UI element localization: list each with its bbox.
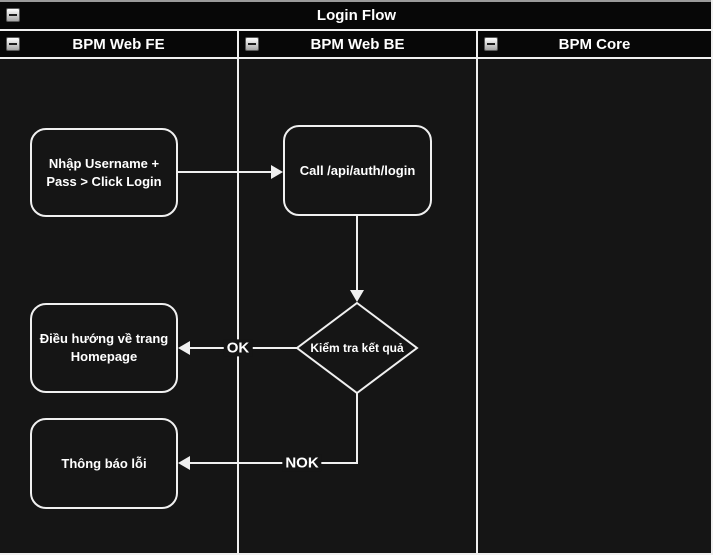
minus-glyph [248,43,256,45]
edge-check-nok-horizontal-segment[interactable] [190,462,358,464]
lane-separator-fe-be [237,31,239,555]
arrowhead-right-icon [271,165,283,179]
edge-api-to-check-segment[interactable] [356,216,358,292]
node-input-login[interactable]: Nhập Username + Pass > Click Login [30,128,178,217]
pool-title-bar[interactable]: Login Flow [0,2,713,29]
lane-fe-collapse-minus-icon[interactable] [6,37,20,51]
lane-be-collapse-minus-icon[interactable] [245,37,259,51]
pool-title-divider [0,29,713,31]
node-call-api[interactable]: Call /api/auth/login [283,125,432,216]
lane-header-divider [0,57,713,59]
pool-top-border [0,0,713,2]
node-label-line: Pass > Click Login [46,173,162,189]
node-label-line: Homepage [70,349,138,364]
node-label-line: Điều hướng về trang [39,331,169,347]
node-label: Thông báo lỗi [61,455,147,471]
edge-check-nok-vertical-segment[interactable] [356,392,358,464]
lane-label: BPM Core [558,35,631,53]
arrowhead-left-icon [178,456,190,470]
lane-label: BPM Web FE [72,35,165,53]
node-label-line: Nhập Username + [48,155,160,171]
pool-right-border [711,0,713,555]
pool-collapse-minus-icon[interactable] [6,8,20,22]
node-label: Call /api/auth/login [299,162,416,178]
arrowhead-down-icon [350,290,364,302]
edge-label-ok[interactable]: OK [223,339,253,357]
node-label: Kiểm tra kết quả [310,341,404,355]
minus-glyph [9,14,17,16]
lane-core-collapse-minus-icon[interactable] [484,37,498,51]
lane-separator-be-core [476,31,478,555]
node-check-result[interactable]: Kiểm tra kết quả [295,301,419,395]
node-error-message[interactable]: Thông báo lỗi [30,418,178,509]
edge-login-to-api-segment[interactable] [178,171,273,173]
lane-label: BPM Web BE [310,35,405,53]
pool-bottom-border [0,553,713,555]
minus-glyph [487,43,495,45]
pool-title: Login Flow [316,7,397,24]
minus-glyph [9,43,17,45]
arrowhead-left-icon [178,341,190,355]
edge-label-nok[interactable]: NOK [282,454,322,472]
node-homepage-redirect[interactable]: Điều hướng về trang Homepage [30,303,178,393]
lane-header-bpm-core[interactable]: BPM Core [478,31,711,57]
lane-header-bpm-web-fe[interactable]: BPM Web FE [0,31,237,57]
lane-header-bpm-web-be[interactable]: BPM Web BE [239,31,476,57]
node-check-result-shape[interactable] [295,301,419,395]
